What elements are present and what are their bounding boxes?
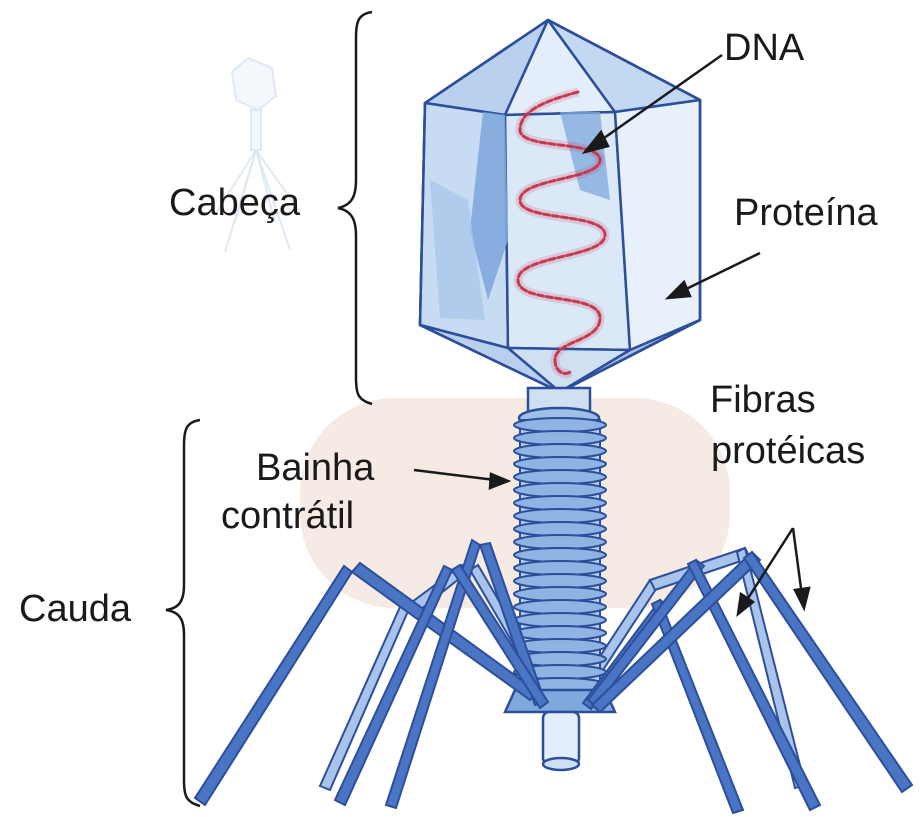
- sheath-ring: [514, 444, 606, 458]
- sheath-ring: [514, 470, 606, 484]
- tail-brace: [166, 420, 200, 806]
- sheath-ring: [514, 522, 606, 536]
- sheath-ring: [514, 535, 606, 549]
- sheath-ring: [514, 600, 606, 614]
- capsid-head: [420, 20, 700, 392]
- label-fibers-line1: Fibras: [710, 379, 816, 421]
- sheath-ring: [514, 626, 606, 640]
- head-brace: [338, 12, 372, 404]
- sheath-ring: [514, 613, 606, 627]
- label-dna: DNA: [724, 27, 805, 69]
- sheath-ring: [514, 457, 606, 471]
- label-fibers-line2: protéicas: [711, 430, 865, 472]
- sheath-ring: [514, 561, 606, 575]
- sheath-ring: [514, 574, 606, 588]
- sheath-ring: [514, 548, 606, 562]
- sheath-ring: [514, 418, 606, 432]
- label-tail: Cauda: [19, 588, 132, 630]
- label-sheath-line2: contrátil: [221, 495, 354, 537]
- label-protein: Proteína: [734, 192, 879, 234]
- label-sheath-line1: Bainha: [256, 447, 375, 489]
- label-head: Cabeça: [169, 182, 301, 224]
- sheath-ring: [514, 496, 606, 510]
- sheath-ring: [514, 587, 606, 601]
- sheath-ring: [514, 431, 606, 445]
- sheath-ring: [514, 509, 606, 523]
- sheath-ring: [514, 483, 606, 497]
